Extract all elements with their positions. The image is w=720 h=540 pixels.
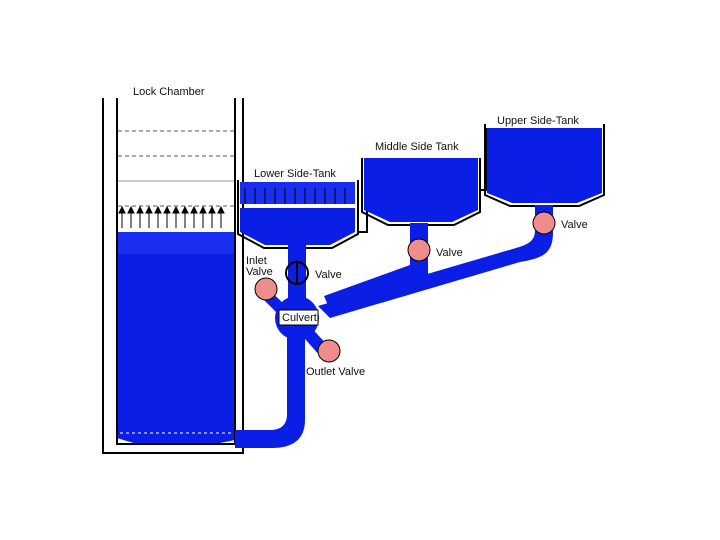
- lock-chamber-upper-water: [117, 232, 235, 254]
- middle-side-tank-label: Middle Side Tank: [375, 141, 459, 153]
- lock-chamber-label: Lock Chamber: [133, 86, 205, 98]
- lower-valve-label: Valve: [315, 269, 342, 281]
- outlet-valve-icon: [317, 339, 341, 363]
- upper-side-tank-water: [487, 128, 602, 203]
- lock-chamber-walls: [102, 98, 244, 454]
- rising-arrows: [118, 205, 225, 228]
- valves: [254, 211, 556, 363]
- lower-side-tank: Lower Side-Tank: [237, 168, 359, 249]
- inlet-valve-label-line2: Valve: [246, 266, 273, 278]
- lower-side-tank-water: [240, 208, 355, 245]
- middle-side-tank: Middle Side Tank: [361, 141, 481, 226]
- middle-side-tank-water: [364, 158, 478, 222]
- lock-chamber-floor-culvert: [117, 428, 235, 445]
- inlet-valve-icon: [254, 277, 278, 301]
- upper-side-tank-label: Upper Side-Tank: [497, 115, 579, 127]
- culvert-label: Culvert: [282, 312, 317, 324]
- lock-chamber-water: [117, 232, 235, 438]
- middle-tank-valve-icon: [407, 238, 431, 262]
- water-level-lines: [118, 130, 234, 207]
- middle-valve-label: Valve: [436, 247, 463, 259]
- culvert-label-box: [278, 309, 319, 326]
- upper-tank-valve-icon: [532, 211, 556, 235]
- lower-side-tank-label: Lower Side-Tank: [254, 168, 336, 180]
- outlet-valve-label: Outlet Valve: [306, 366, 365, 378]
- inlet-valve-label-text: Inlet: [246, 255, 267, 267]
- upper-side-tank: Upper Side-Tank: [484, 115, 605, 207]
- inlet-valve-label: Inlet Valve: [246, 255, 273, 278]
- upper-valve-label: Valve: [561, 219, 588, 231]
- lock-chamber: Lock Chamber: [102, 86, 244, 454]
